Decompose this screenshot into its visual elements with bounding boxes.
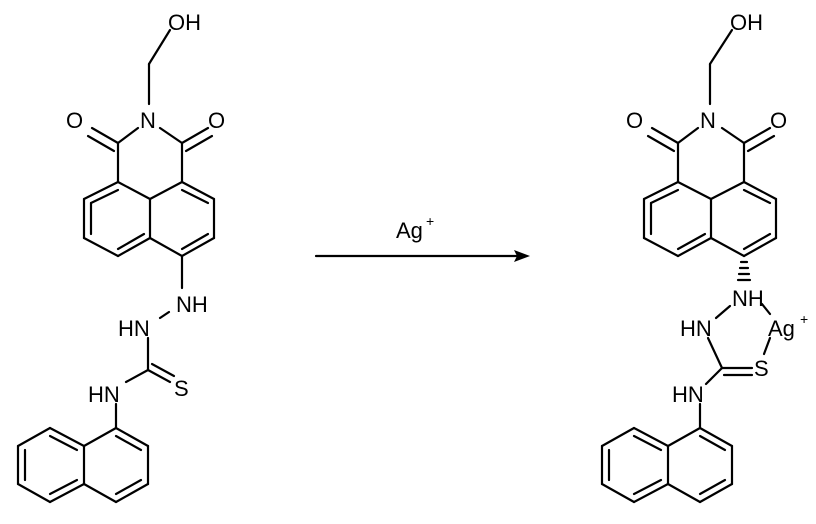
reaction-arrow: Ag + <box>314 213 530 262</box>
product-imide-ring-bonds <box>646 126 776 184</box>
product-nh-label: NH <box>732 286 764 311</box>
reactant-imide-n-label: N <box>140 108 156 133</box>
product-carbonyl-o-left-label: O <box>626 108 643 133</box>
reactant-naphthalimide-core-bonds <box>82 180 216 258</box>
reactant-thiourea-hn-label: HN <box>88 382 120 407</box>
product-chelate-ring-bonds <box>698 302 772 430</box>
arrow-head <box>514 250 530 262</box>
reactant-nh-label: NH <box>176 292 208 317</box>
reactant-carbonyl-o-left-label: O <box>66 108 83 133</box>
product-hashed-bond <box>736 260 752 282</box>
product-imide-n-label: N <box>700 108 716 133</box>
reagent-label: Ag <box>396 218 423 243</box>
product-naphthyl-bonds <box>600 426 734 504</box>
product-hydroxyethyl-bonds <box>708 28 734 106</box>
product-ring-hn-label: HN <box>680 316 712 341</box>
reactant-thiosemicarbazide-bonds <box>114 254 184 430</box>
product-thiourea-hn-label: HN <box>672 382 704 407</box>
product-carbonyl-o-right-label: O <box>770 108 787 133</box>
product-silver-label: Ag <box>768 316 795 341</box>
product-oh-label: OH <box>730 10 763 35</box>
product-sulfur-label: S <box>754 356 769 381</box>
reactant-carbonyl-o-right-label: O <box>208 108 225 133</box>
reactant-oh-label: OH <box>168 10 201 35</box>
reactant-sulfur-label: S <box>174 376 189 401</box>
product-molecule: OH N O O NH HN Ag + S HN <box>600 10 808 504</box>
product-naphthalimide-core-bonds <box>642 180 778 258</box>
reactant-molecule: OH N O O NH HN HN S <box>16 10 225 504</box>
reactant-hydrazine-hn-label: HN <box>118 316 150 341</box>
reactant-naphthyl-bonds <box>16 426 150 504</box>
product-silver-charge-label: + <box>800 311 808 327</box>
reagent-charge-label: + <box>426 213 434 229</box>
reactant-imide-ring-bonds <box>86 126 214 184</box>
reactant-hydroxyethyl-bonds <box>147 28 172 106</box>
